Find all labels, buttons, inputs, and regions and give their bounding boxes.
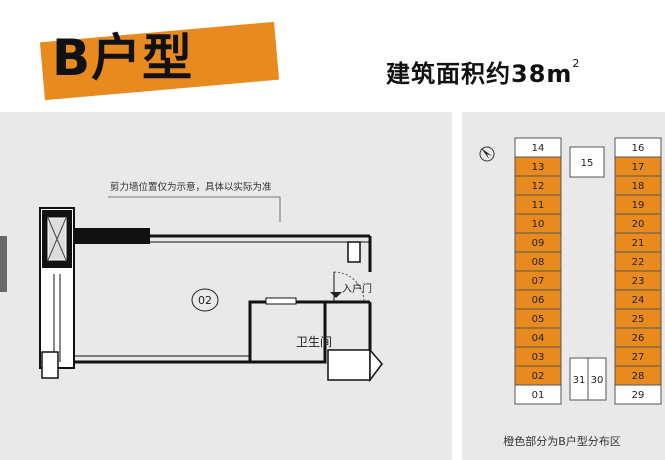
floorplan-panel [0,112,452,460]
unit-cell-02: 02 [514,365,562,386]
center-unit-30: 30 [587,357,607,401]
unit-cell-09: 09 [514,232,562,253]
unit-cell-03: 03 [514,346,562,367]
floorplan-drawing: 剪力墙位置仅为示意，具体以实际为准 卫生间 入户门 02 [39,181,383,383]
area-text: 建筑面积约38m2 [386,54,580,89]
unit-cell-label: 10 [532,219,545,230]
unit-cell-label: 17 [632,162,645,173]
unit-cell-22: 22 [614,251,662,272]
left-unit-column: 14 13 12 11 10 09 08 07 06 05 04 03 02 01 [514,137,562,405]
bathroom-label: 卫生间 [296,335,332,349]
unit-cell-label: 22 [632,257,645,268]
note-leader-line [108,196,281,222]
unit-cell-label: 08 [532,257,545,268]
unit-number: 02 [198,294,212,307]
unit-cell-14: 14 [514,137,562,158]
unit-cell-label: 26 [632,333,645,344]
unit-cell-04: 04 [514,327,562,348]
unit-cell-label: 25 [632,314,645,325]
unit-cell-label: 23 [632,276,645,287]
unit-cell-11: 11 [514,194,562,215]
unit-cell-label: 02 [532,371,545,382]
shear-wall-top [74,228,150,244]
unit-cell-label: 07 [532,276,545,287]
entrance-label: 入户门 [342,282,372,295]
unit-cell-label: 04 [532,333,545,344]
unit-cell-label: 29 [632,390,645,401]
unit-cell-08: 08 [514,251,562,272]
svg-text:15: 15 [581,158,594,169]
unit-cell-label: 12 [532,181,545,192]
svg-text:30: 30 [591,375,604,386]
edge-scroll-handle [0,236,7,292]
unit-cell-label: 28 [632,371,645,382]
unit-cell-label: 13 [532,162,545,173]
unit-cell-27: 27 [614,346,662,367]
unit-cell-16: 16 [614,137,662,158]
center-unit-15: 15 [569,146,605,178]
unit-cell-label: 14 [532,143,545,154]
unit-cell-06: 06 [514,289,562,310]
unit-cell-26: 26 [614,327,662,348]
unit-cell-label: 27 [632,352,645,363]
unit-cell-label: 19 [632,200,645,211]
unit-cell-label: 11 [532,200,545,211]
unit-cell-28: 28 [614,365,662,386]
center-unit-31: 31 [569,357,589,401]
unit-cell-19: 19 [614,194,662,215]
unit-cell-20: 20 [614,213,662,234]
unit-cell-18: 18 [614,175,662,196]
area-value: 建筑面积约38m [386,60,573,88]
svg-text:31: 31 [573,375,586,386]
unit-cell-label: 05 [532,314,545,325]
bathroom-wall [248,300,327,364]
right-unit-column: 16 17 18 19 20 21 22 23 24 25 26 27 28 29 [614,137,662,405]
compass-icon [479,146,495,162]
unit-cell-label: 03 [532,352,545,363]
unit-cell-label: 16 [632,143,645,154]
unit-cell-label: 06 [532,295,545,306]
unit-cell-13: 13 [514,156,562,177]
unit-cell-label: 01 [532,390,545,401]
unit-cell-label: 09 [532,238,545,249]
unit-cell-29: 29 [614,384,662,405]
unit-cell-10: 10 [514,213,562,234]
area-unit-superscript: 2 [572,57,581,70]
unit-distribution-map: 14 13 12 11 10 09 08 07 06 05 04 03 02 01 16 17 18 19 20 2… [479,137,662,448]
page-title: B户型 [52,29,194,87]
unit-cell-label: 21 [632,238,645,249]
unit-cell-21: 21 [614,232,662,253]
map-caption: 橙色部分为B户型分布区 [503,434,621,448]
unit-cell-24: 24 [614,289,662,310]
unit-cell-23: 23 [614,270,662,291]
unit-cell-label: 24 [632,295,645,306]
unit-cell-05: 05 [514,308,562,329]
unit-cell-label: 18 [632,181,645,192]
unit-cell-12: 12 [514,175,562,196]
unit-cell-01: 01 [514,384,562,405]
unit-cell-25: 25 [614,308,662,329]
shear-wall-note: 剪力墙位置仅为示意，具体以实际为准 [110,181,272,193]
unit-cell-17: 17 [614,156,662,177]
unit-cell-label: 20 [632,219,645,230]
unit-cell-07: 07 [514,270,562,291]
